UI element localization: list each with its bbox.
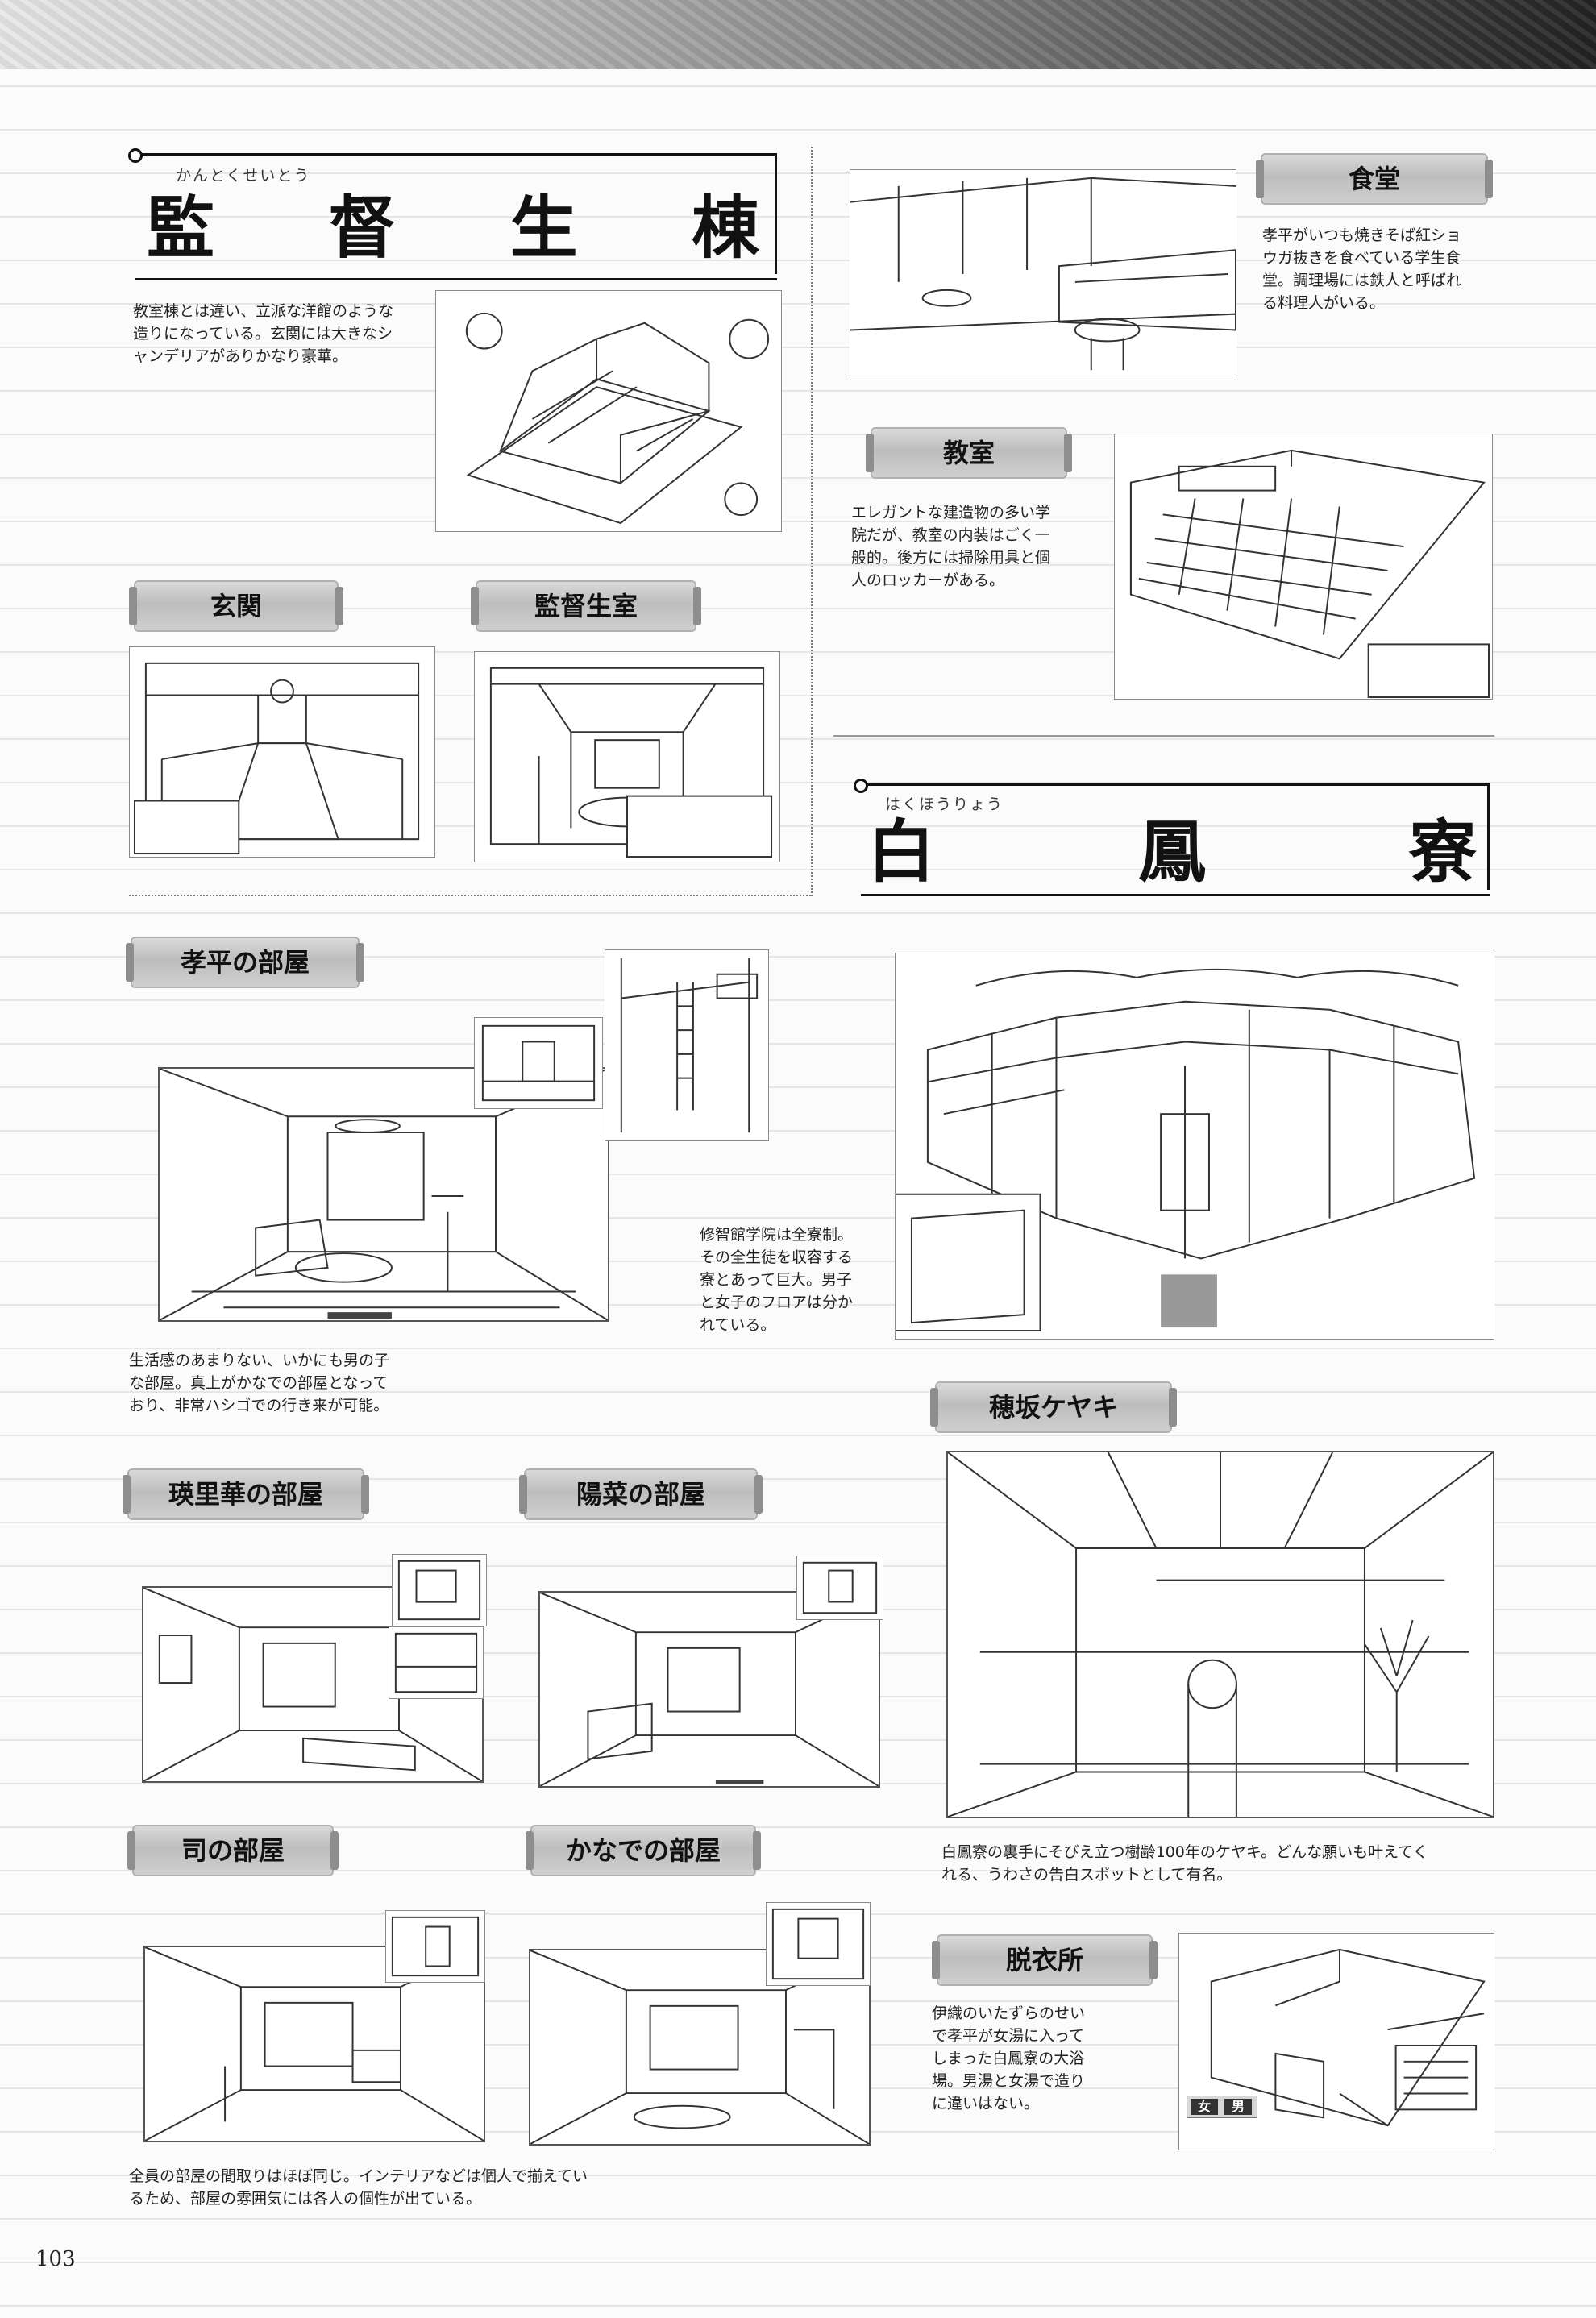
kantoku-section-header: かんとくせいとう 監 督 生 棟	[128, 148, 777, 280]
text-line: ャンデリアがありかなり豪華。	[133, 347, 348, 365]
kantoku-title: 監 督 生 棟	[147, 189, 759, 267]
shokudo-label: 食堂	[1256, 155, 1493, 203]
text-line: その全生徒を収容する	[700, 1248, 854, 1266]
hakuho-ruby: はくほうりょう	[885, 796, 1004, 813]
top-decorative-band	[0, 0, 1596, 69]
datsuijo-description: 伊織のいたずらのせい で孝平が女湯に入って しまった白鳳寮の大浴 場。男湯と女湯…	[932, 2002, 1166, 2115]
text-line: 伊織のいたずらのせい	[932, 2004, 1086, 2022]
kantoku-title-char: 督	[328, 188, 397, 268]
erika-room-inset-illustration	[392, 1554, 487, 1626]
kohei-room-illustration	[158, 1067, 609, 1322]
genkan-illustration	[129, 646, 435, 858]
hakuho-title-char: 白	[867, 812, 936, 891]
text-line: 堂。調理場には鉄人と呼ばれ	[1262, 272, 1462, 289]
male-sign: 男	[1224, 2099, 1252, 2115]
text-line: 孝平がいつも焼きそば紅ショ	[1262, 226, 1462, 244]
text-line: 修智館学院は全寮制。	[700, 1226, 854, 1244]
text-line: 場。男湯と女湯で造り	[932, 2072, 1086, 2090]
keyaki-illustration	[946, 1451, 1494, 1818]
text-line: 造りになっている。玄関には大きなシ	[133, 325, 393, 343]
page-number: 103	[35, 2247, 76, 2271]
text-line: れている。	[700, 1316, 776, 1334]
kantoku-title-char: 棟	[691, 188, 759, 268]
text-line: る料理人がいる。	[1262, 294, 1386, 312]
kantoku-room-label: 監督生室	[471, 582, 701, 630]
text-line: 人のロッカーがある。	[851, 571, 1005, 589]
kanade-room-inset-illustration	[766, 1902, 871, 1986]
kohei-room-description: 生活感のあまりない、いかにも男の子 な部屋。真上がかなでの部屋となって おり、非…	[129, 1349, 451, 1417]
datsuijo-label: 脱衣所	[932, 1936, 1158, 1984]
keyaki-label: 穂坂ケヤキ	[930, 1383, 1177, 1431]
text-line: るため、部屋の雰囲気には各人の個性が出ている。	[129, 2190, 482, 2208]
ladder-illustration	[605, 949, 769, 1141]
rooms-note: 全員の部屋の間取りはほぼ同じ。インテリアなどは個人で揃えてい るため、部屋の雰囲…	[129, 2165, 838, 2210]
right-divider	[833, 735, 1494, 737]
kantoku-ruby: かんとくせいとう	[176, 167, 311, 185]
section-divider-horizontal	[129, 895, 811, 896]
shokudo-description: 孝平がいつも焼きそば紅ショ ウガ抜きを食べている学生食 堂。調理場には鉄人と呼ば…	[1262, 224, 1536, 314]
shokudo-illustration	[850, 169, 1236, 380]
kantoku-building-illustration	[435, 290, 782, 532]
haruna-room-inset-illustration	[796, 1556, 883, 1620]
kyoshitsu-label: 教室	[866, 429, 1072, 477]
text-line: 白鳳寮の裏手にそびえ立つ樹齢100年のケヤキ。どんな願いも叶えてく	[941, 1843, 1428, 1861]
text-line: ウガ抜きを食べている学生食	[1262, 249, 1461, 267]
text-line: 般的。後方には掃除用具と個	[851, 549, 1051, 567]
kantoku-description: 教室棟とは違い、立派な洋館のような 造りになっている。玄関には大きなシ ャンデリ…	[133, 300, 439, 368]
keyaki-description: 白鳳寮の裏手にそびえ立つ樹齢100年のケヤキ。どんな願いも叶えてく れる、うわさ…	[941, 1841, 1498, 1886]
text-line: と女子のフロアは分か	[700, 1294, 854, 1311]
kohei-room-label: 孝平の部屋	[126, 938, 364, 987]
kantoku-room-illustration	[474, 651, 780, 862]
hakuho-title-char: 寮	[1408, 812, 1477, 891]
kyoshitsu-illustration	[1114, 434, 1493, 700]
text-line: しまった白鳳寮の大浴	[932, 2050, 1085, 2067]
section-divider-vertical	[811, 147, 813, 896]
tsukasa-room-inset-illustration	[385, 1910, 485, 1983]
genkan-label: 玄関	[129, 582, 343, 630]
text-line: 全員の部屋の間取りはほぼ同じ。インテリアなどは個人で揃えてい	[129, 2167, 588, 2185]
kyoshitsu-description: エレガントな建造物の多い学 院だが、教室の内装はごく一 般的。後方には掃除用具と…	[851, 501, 1125, 592]
hakuho-title: 白 鳳 寮	[867, 813, 1477, 891]
kantoku-title-char: 監	[147, 188, 215, 268]
text-line: れる、うわさの告白スポットとして有名。	[941, 1866, 1232, 1884]
bath-sign: 女男	[1187, 2096, 1257, 2118]
text-line: 生活感のあまりない、いかにも男の子	[129, 1352, 390, 1369]
text-line: 院だが、教室の内装はごく一	[851, 526, 1050, 544]
kanade-room-label: かなでの部屋	[526, 1826, 761, 1875]
hakuho-building-illustration	[895, 953, 1494, 1340]
text-line: 教室棟とは違い、立派な洋館のような	[133, 302, 394, 320]
text-line: で孝平が女湯に入って	[932, 2027, 1085, 2045]
erika-room-inset-illustration-2	[389, 1626, 484, 1699]
text-line: エレガントな建造物の多い学	[851, 504, 1051, 521]
hakuho-section-header: はくほうりょう 白 鳳 寮	[854, 779, 1490, 896]
female-sign: 女	[1191, 2099, 1218, 2115]
text-line: に違いはない。	[932, 2095, 1040, 2112]
hakuho-description: 修智館学院は全寮制。 その全生徒を収容する 寮とあって巨大。男子 と女子のフロア…	[700, 1223, 893, 1336]
kantoku-title-char: 生	[509, 188, 578, 268]
hakuho-title-char: 鳳	[1137, 812, 1206, 891]
text-line: おり、非常ハシゴでの行き来が可能。	[129, 1397, 389, 1414]
kohei-room-inset-illustration	[474, 1017, 603, 1109]
haruna-room-label: 陽菜の部屋	[519, 1470, 763, 1518]
erika-room-label: 瑛里華の部屋	[123, 1470, 369, 1518]
haruna-room-illustration	[538, 1591, 880, 1788]
text-line: な部屋。真上がかなでの部屋となって	[129, 1374, 389, 1392]
text-line: 寮とあって巨大。男子	[700, 1271, 853, 1289]
tsukasa-room-label: 司の部屋	[127, 1826, 339, 1875]
